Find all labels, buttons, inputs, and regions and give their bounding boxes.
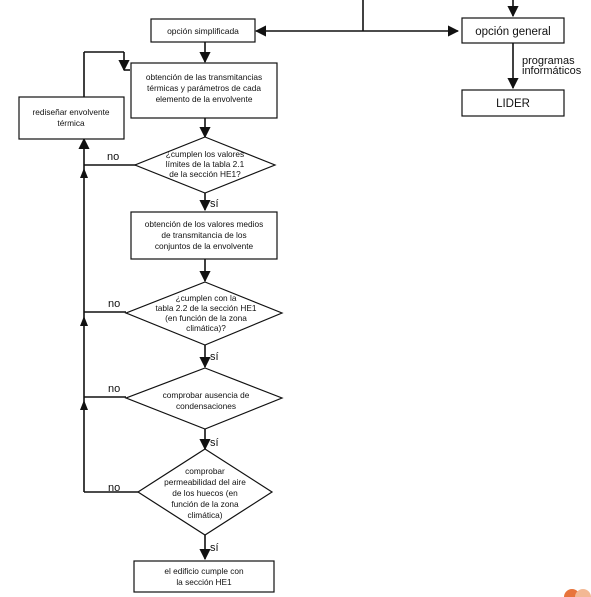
decision-limits-line-3: de la sección HE1? <box>169 169 241 179</box>
software-label-line-1: programas <box>522 55 575 67</box>
permeability-line-4: función de la zona <box>171 499 239 509</box>
trunk-arrowhead-2 <box>80 316 88 326</box>
trunk-arrowhead-3 <box>80 400 88 410</box>
decision-table22-line-4: climática)? <box>186 323 226 333</box>
general-option-label: opción general <box>475 26 550 38</box>
decision-limits-line-1: ¿cumplen los valores <box>166 149 244 159</box>
node-lider: LIDER <box>461 89 565 117</box>
node-building-complies: el edificio cumple con la sección HE1 <box>133 560 275 593</box>
logo-right-blob <box>575 589 591 597</box>
mean-line-1: obtención de los valores medios <box>145 219 264 229</box>
node-decision-table22: ¿cumplen con la tabla 2.2 de la sección … <box>124 281 284 346</box>
decision-table22-line-1: ¿cumplen con la <box>176 293 237 303</box>
software-label-line-2: informáticos <box>522 65 582 77</box>
condensation-line-2: condensaciones <box>176 401 236 411</box>
decision-limits-line-2: límites de la tabla 2.1 <box>166 159 245 169</box>
trunk-arrowhead-1 <box>80 168 88 178</box>
yes-label-3: sí <box>210 437 219 449</box>
permeability-line-2: permeabilidad del aire <box>164 477 246 487</box>
obtain-line-3: elemento de la envolvente <box>156 94 253 104</box>
permeability-line-3: de los huecos (en <box>172 488 238 498</box>
mean-line-3: conjuntos de la envolvente <box>155 241 254 251</box>
yes-label-1: sí <box>210 198 219 210</box>
decision-table22-line-2: tabla 2.2 de la sección HE1 <box>155 303 256 313</box>
node-general-option: opción general <box>461 17 565 44</box>
lider-label: LIDER <box>496 98 530 110</box>
obtain-line-1: obtención de las transmitancias <box>146 72 262 82</box>
complies-line-1: el edificio cumple con <box>164 566 244 576</box>
node-simplified-option: opción simplificada <box>150 18 256 43</box>
no-label-1: no <box>107 151 119 163</box>
node-obtain-transmittances: obtención de las transmitancias térmicas… <box>130 62 278 119</box>
simplified-option-label: opción simplificada <box>167 26 239 36</box>
connectors <box>78 0 519 561</box>
redesign-line-1: rediseñar envolvente <box>32 107 109 117</box>
permeability-line-5: climática) <box>187 510 222 520</box>
redesign-line-2: térmica <box>57 118 85 128</box>
complies-line-2: la sección HE1 <box>176 577 232 587</box>
yes-label-4: sí <box>210 542 219 554</box>
edge-labels: programas informáticos sí sí sí sí no no… <box>107 55 582 554</box>
condensation-line-1: comprobar ausencia de <box>163 390 250 400</box>
mean-line-2: de transmitancia de los <box>161 230 246 240</box>
yes-label-2: sí <box>210 351 219 363</box>
node-decision-limits: ¿cumplen los valores límites de la tabla… <box>133 136 277 194</box>
node-obtain-mean-values: obtención de los valores medios de trans… <box>130 211 278 260</box>
node-check-permeability: comprobar permeabilidad del aire de los … <box>136 448 274 536</box>
trunk-arrowheads <box>80 168 88 410</box>
decision-table22-line-3: (en función de la zona <box>165 313 247 323</box>
node-check-condensation: comprobar ausencia de condensaciones <box>124 367 284 430</box>
permeability-line-1: comprobar <box>185 466 225 476</box>
no-label-4: no <box>108 482 120 494</box>
node-redesign-envelope: rediseñar envolvente térmica <box>18 96 125 140</box>
obtain-line-2: térmicas y parámetros de cada <box>147 83 261 93</box>
no-label-2: no <box>108 298 120 310</box>
corner-logo <box>564 589 591 597</box>
no-label-3: no <box>108 383 120 395</box>
